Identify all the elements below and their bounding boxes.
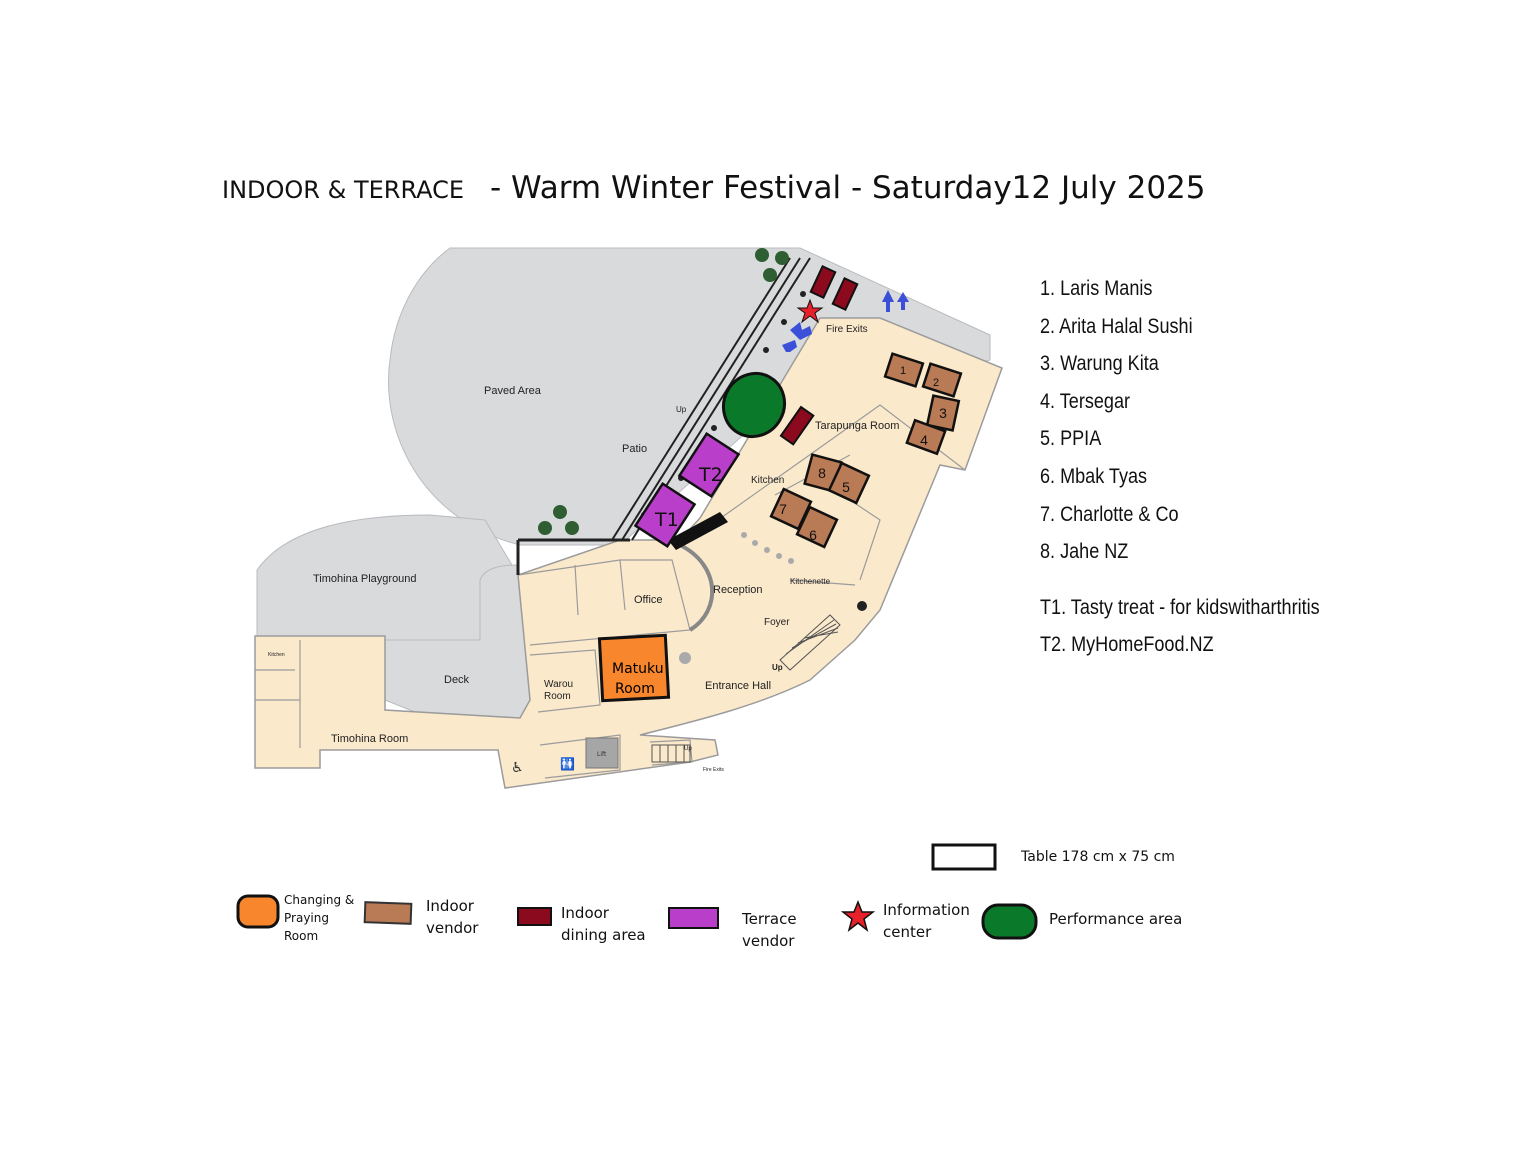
patio-label: Patio [622,443,647,455]
legend-terrace-vendor-swatch [668,907,719,929]
entrance-hall-label: Entrance Hall [705,680,771,692]
stall-t1-label: T1 [654,509,679,531]
stall-6 [795,505,839,549]
legend-information-star-icon [840,899,876,932]
vendor-item-3: 3. Warung Kita [1040,352,1159,376]
legend-dining-swatch [517,907,552,926]
legend-terrace-vendor-line-2: vendor [742,932,795,950]
legend-changing-room-swatch [236,894,280,929]
lift [585,737,619,769]
vendor-item-5: 5. PPIA [1040,427,1102,451]
information-center-star [796,298,824,324]
legend-dining-line-1: Indoor [561,904,609,922]
tree-icons [538,248,789,535]
legend-indoor-vendor-line-1: Indoor [426,897,474,915]
stall-4-label: 4 [920,432,928,448]
legend-indoor-vendor-swatch [363,901,413,925]
legend-terrace-vendor-line-1: Terrace [742,910,797,928]
stall-2 [921,362,963,398]
small-kitchen-label: Kitchen [268,652,285,658]
legend-information-label: Information center [883,899,970,943]
legend-information-line-2: center [883,923,932,941]
map-section-title: INDOOR & TERRACE [222,176,465,204]
legend-changing-room-line-3: Room [284,929,319,943]
stall-1 [883,352,925,388]
terrace-vendor-item-t1: T1. Tasty treat - for kidswitharthritis [1040,595,1320,619]
vendor-item-7: 7. Charlotte & Co [1040,502,1179,526]
legend-changing-room-line-2: Praying [284,911,329,925]
stall-8-label: 8 [818,465,826,481]
paved-area-label: Paved Area [484,385,542,397]
stall-t2 [677,431,741,499]
vendor-item-2: 2. Arita Halal Sushi [1040,314,1193,338]
stall-3-label: 3 [939,405,947,421]
up-patio-label: Up [676,405,687,414]
stall-t2-label: T2 [698,464,723,486]
terrace-vendor-item-t2: T2. MyHomeFood.NZ [1040,633,1214,657]
vendor-list-gap [1040,577,1320,595]
legend-terrace-vendor-label: Terrace vendor [742,908,797,952]
vendor-list: 1. Laris Manis 2. Arita Halal Sushi 3. W… [1040,276,1320,670]
legend-dining-label: Indoor dining area [561,902,646,946]
stall-1-label: 1 [900,365,906,377]
stall-2-label: 2 [933,377,939,389]
vendor-item-1: 1. Laris Manis [1040,277,1153,300]
kitchenette-label: Kitchenette [790,577,831,586]
matuku-room [597,633,671,703]
reception-desk [679,543,715,632]
legend-indoor-vendor-label: Indoor vendor [426,895,478,939]
legend-performance-label: Performance area [1049,910,1183,928]
stall-6-label: 6 [809,527,817,543]
timohina-room-label: Timohina Room [331,733,408,745]
stairs [651,614,841,763]
matuku-room-label-2: Room [615,681,655,697]
warou-room-label-1: Warou [544,679,573,690]
tarapunga-room-label: Tarapunga Room [815,420,899,432]
stall-5 [827,461,871,505]
performance-area [721,371,787,439]
vendor-item-6: 6. Mbak Tyas [1040,464,1148,488]
legend-table-swatch [931,843,997,871]
reception-seats [679,532,794,664]
vendor-item-4: 4. Tersegar [1040,389,1131,413]
vendor-item-8: 8. Jahe NZ [1040,540,1129,564]
legend-information-line-1: Information [883,901,970,919]
lift-label: Lift [597,751,607,758]
legend-changing-room-label: Changing & Praying Room [284,891,354,945]
deck-label: Deck [444,674,470,686]
legend-changing-room-line-1: Changing & [284,893,355,907]
playground-area [256,514,519,641]
wheelchair-icon: ♿ [511,759,524,775]
dining-areas [779,265,859,446]
stall-7-label: 7 [779,501,787,517]
reception-label: Reception [713,584,763,596]
legend-indoor-vendor-line-2: vendor [426,919,479,937]
stall-4 [905,418,947,456]
stall-3 [925,394,961,432]
legend-table-label: Table 178 cm x 75 cm [1021,849,1175,865]
restroom-icon: 🚻 [560,757,575,771]
stall-t1 [633,481,697,549]
fire-exit-arrows [782,290,909,352]
stall-5-label: 5 [842,479,850,495]
office-label: Office [634,594,663,606]
warou-room-label-2: Room [544,691,571,702]
playground-label: Timohina Playground [313,573,417,585]
kitchen-label: Kitchen [751,475,784,486]
walkway-barrier [668,512,728,550]
fire-exits-label: Fire Exits [826,324,868,335]
legend-dining-line-2: dining area [561,926,646,944]
event-title: - Warm Winter Festival - Saturday12 July… [490,170,1206,206]
legend-performance-swatch [981,903,1038,940]
up-bottom-label: Up [684,746,692,752]
matuku-room-label-1: Matuku [612,661,664,677]
up-stairs-label: Up [772,663,783,672]
foyer-label: Foyer [764,617,790,628]
small-fire-exits-label: Fire Exits [703,767,724,773]
building-floor [254,317,1003,789]
